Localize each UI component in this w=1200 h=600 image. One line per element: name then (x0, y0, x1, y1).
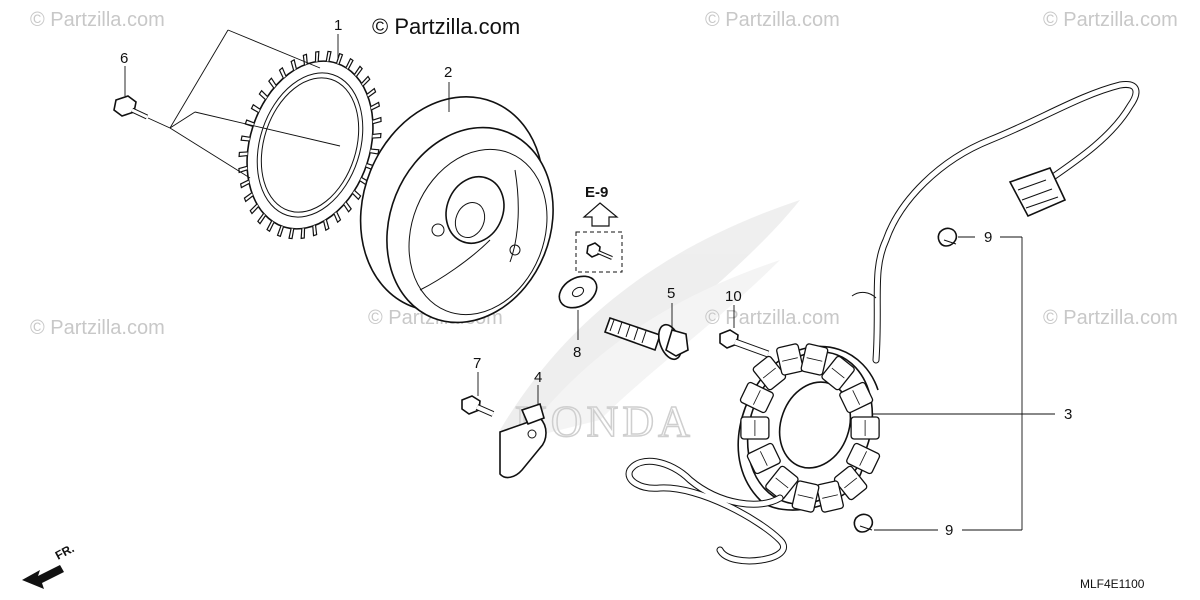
ring-tooth (345, 57, 354, 70)
ring-tooth (244, 119, 255, 128)
stator-coil-winding (822, 494, 838, 499)
harness-connector[interactable] (1008, 167, 1067, 218)
stator-wire-harness (625, 80, 1140, 565)
ring-tooth (288, 228, 295, 240)
part-9-clamp-upper[interactable] (937, 227, 958, 247)
stator-coil-winding (775, 477, 789, 489)
front-direction-arrow: FR. (22, 541, 76, 589)
callout-8[interactable]: 8 (573, 344, 581, 361)
ring-tooth (361, 75, 371, 87)
reference-label: E-9 (585, 184, 608, 201)
callout-2[interactable]: 2 (444, 64, 452, 81)
watermark-top-center: © Partzilla.com (705, 9, 840, 31)
reference-e9[interactable]: E-9 (575, 184, 623, 273)
stator-coil-winding (782, 357, 798, 362)
ring-tooth (243, 192, 254, 203)
part-9-clamp-lower[interactable] (853, 513, 874, 533)
small-bolt-icon (586, 242, 613, 260)
ring-tooth (290, 58, 297, 71)
ring-tooth (238, 165, 248, 174)
watermark-mid-left: © Partzilla.com (30, 317, 165, 339)
callout-1[interactable]: 1 (334, 17, 342, 34)
watermark-mid-right: © Partzilla.com (1043, 307, 1178, 329)
ring-tooth (333, 211, 342, 224)
ring-tooth (300, 228, 306, 240)
stator-coil-winding (806, 357, 823, 362)
stator-coil-winding (797, 494, 814, 499)
stator-coil-winding (831, 367, 845, 379)
watermark-top-left: © Partzilla.com (30, 9, 165, 31)
ring-tooth (239, 179, 250, 189)
front-label: FR. (53, 541, 77, 562)
stator-coil-winding (762, 367, 776, 379)
callout-5[interactable]: 5 (667, 285, 675, 302)
watermark-top-right: © Partzilla.com (1043, 9, 1178, 31)
ring-tooth (257, 213, 267, 225)
ring-tooth (370, 101, 381, 111)
ring-tooth (372, 116, 382, 125)
callout-10[interactable]: 10 (725, 288, 742, 305)
part-2-flywheel[interactable] (329, 69, 581, 348)
ring-tooth (276, 225, 284, 238)
ring-tooth (312, 225, 318, 237)
part-5-flange-bolt[interactable] (603, 303, 689, 362)
ring-tooth (366, 87, 377, 98)
stator-coil-winding (844, 477, 858, 489)
ring-tooth (258, 89, 268, 101)
callout-3[interactable]: 3 (1064, 406, 1072, 423)
leader-lines-right (872, 236, 1055, 531)
ring-tooth (343, 201, 352, 213)
callout-4[interactable]: 4 (534, 369, 542, 386)
ring-tooth (240, 135, 251, 142)
ring-tooth (336, 52, 344, 65)
ring-tooth (238, 151, 248, 158)
part-10-bolt[interactable] (719, 305, 770, 358)
ring-tooth (353, 65, 363, 77)
ring-tooth (323, 219, 330, 232)
callout-9-lower[interactable]: 9 (945, 522, 953, 539)
leader-lines-ring (147, 29, 341, 179)
ring-tooth (278, 66, 287, 79)
stator-coil-winding (852, 390, 861, 405)
part-4-bracket[interactable] (499, 385, 547, 479)
stator-coil-winding (859, 451, 867, 466)
ring-tooth (325, 50, 332, 62)
ring-tooth (369, 148, 380, 155)
stator-coil-winding (753, 390, 761, 405)
ring-tooth (266, 220, 275, 233)
ring-tooth (268, 77, 277, 89)
callout-6[interactable]: 6 (120, 50, 128, 67)
part-6-bolt[interactable] (113, 95, 149, 120)
honda-wing-logo (500, 200, 800, 440)
part-7-bolt[interactable] (461, 372, 495, 417)
watermark-mid-center-right: © Partzilla.com (705, 307, 840, 329)
callout-7[interactable]: 7 (473, 355, 481, 372)
ring-tooth (314, 50, 320, 62)
ring-tooth (372, 132, 382, 139)
diagram-code: MLF4E1100 (1080, 577, 1145, 591)
part-3-stator[interactable] (727, 334, 893, 522)
part-8-washer[interactable] (554, 270, 603, 340)
stator-coil-winding (759, 451, 768, 466)
ring-tooth (249, 203, 259, 215)
part-1-reluctor-ring[interactable] (216, 33, 405, 258)
ring-tooth (352, 189, 362, 201)
callout-9-upper[interactable]: 9 (984, 229, 992, 246)
watermark-main: © Partzilla.com (372, 14, 520, 39)
ring-tooth (250, 103, 261, 114)
